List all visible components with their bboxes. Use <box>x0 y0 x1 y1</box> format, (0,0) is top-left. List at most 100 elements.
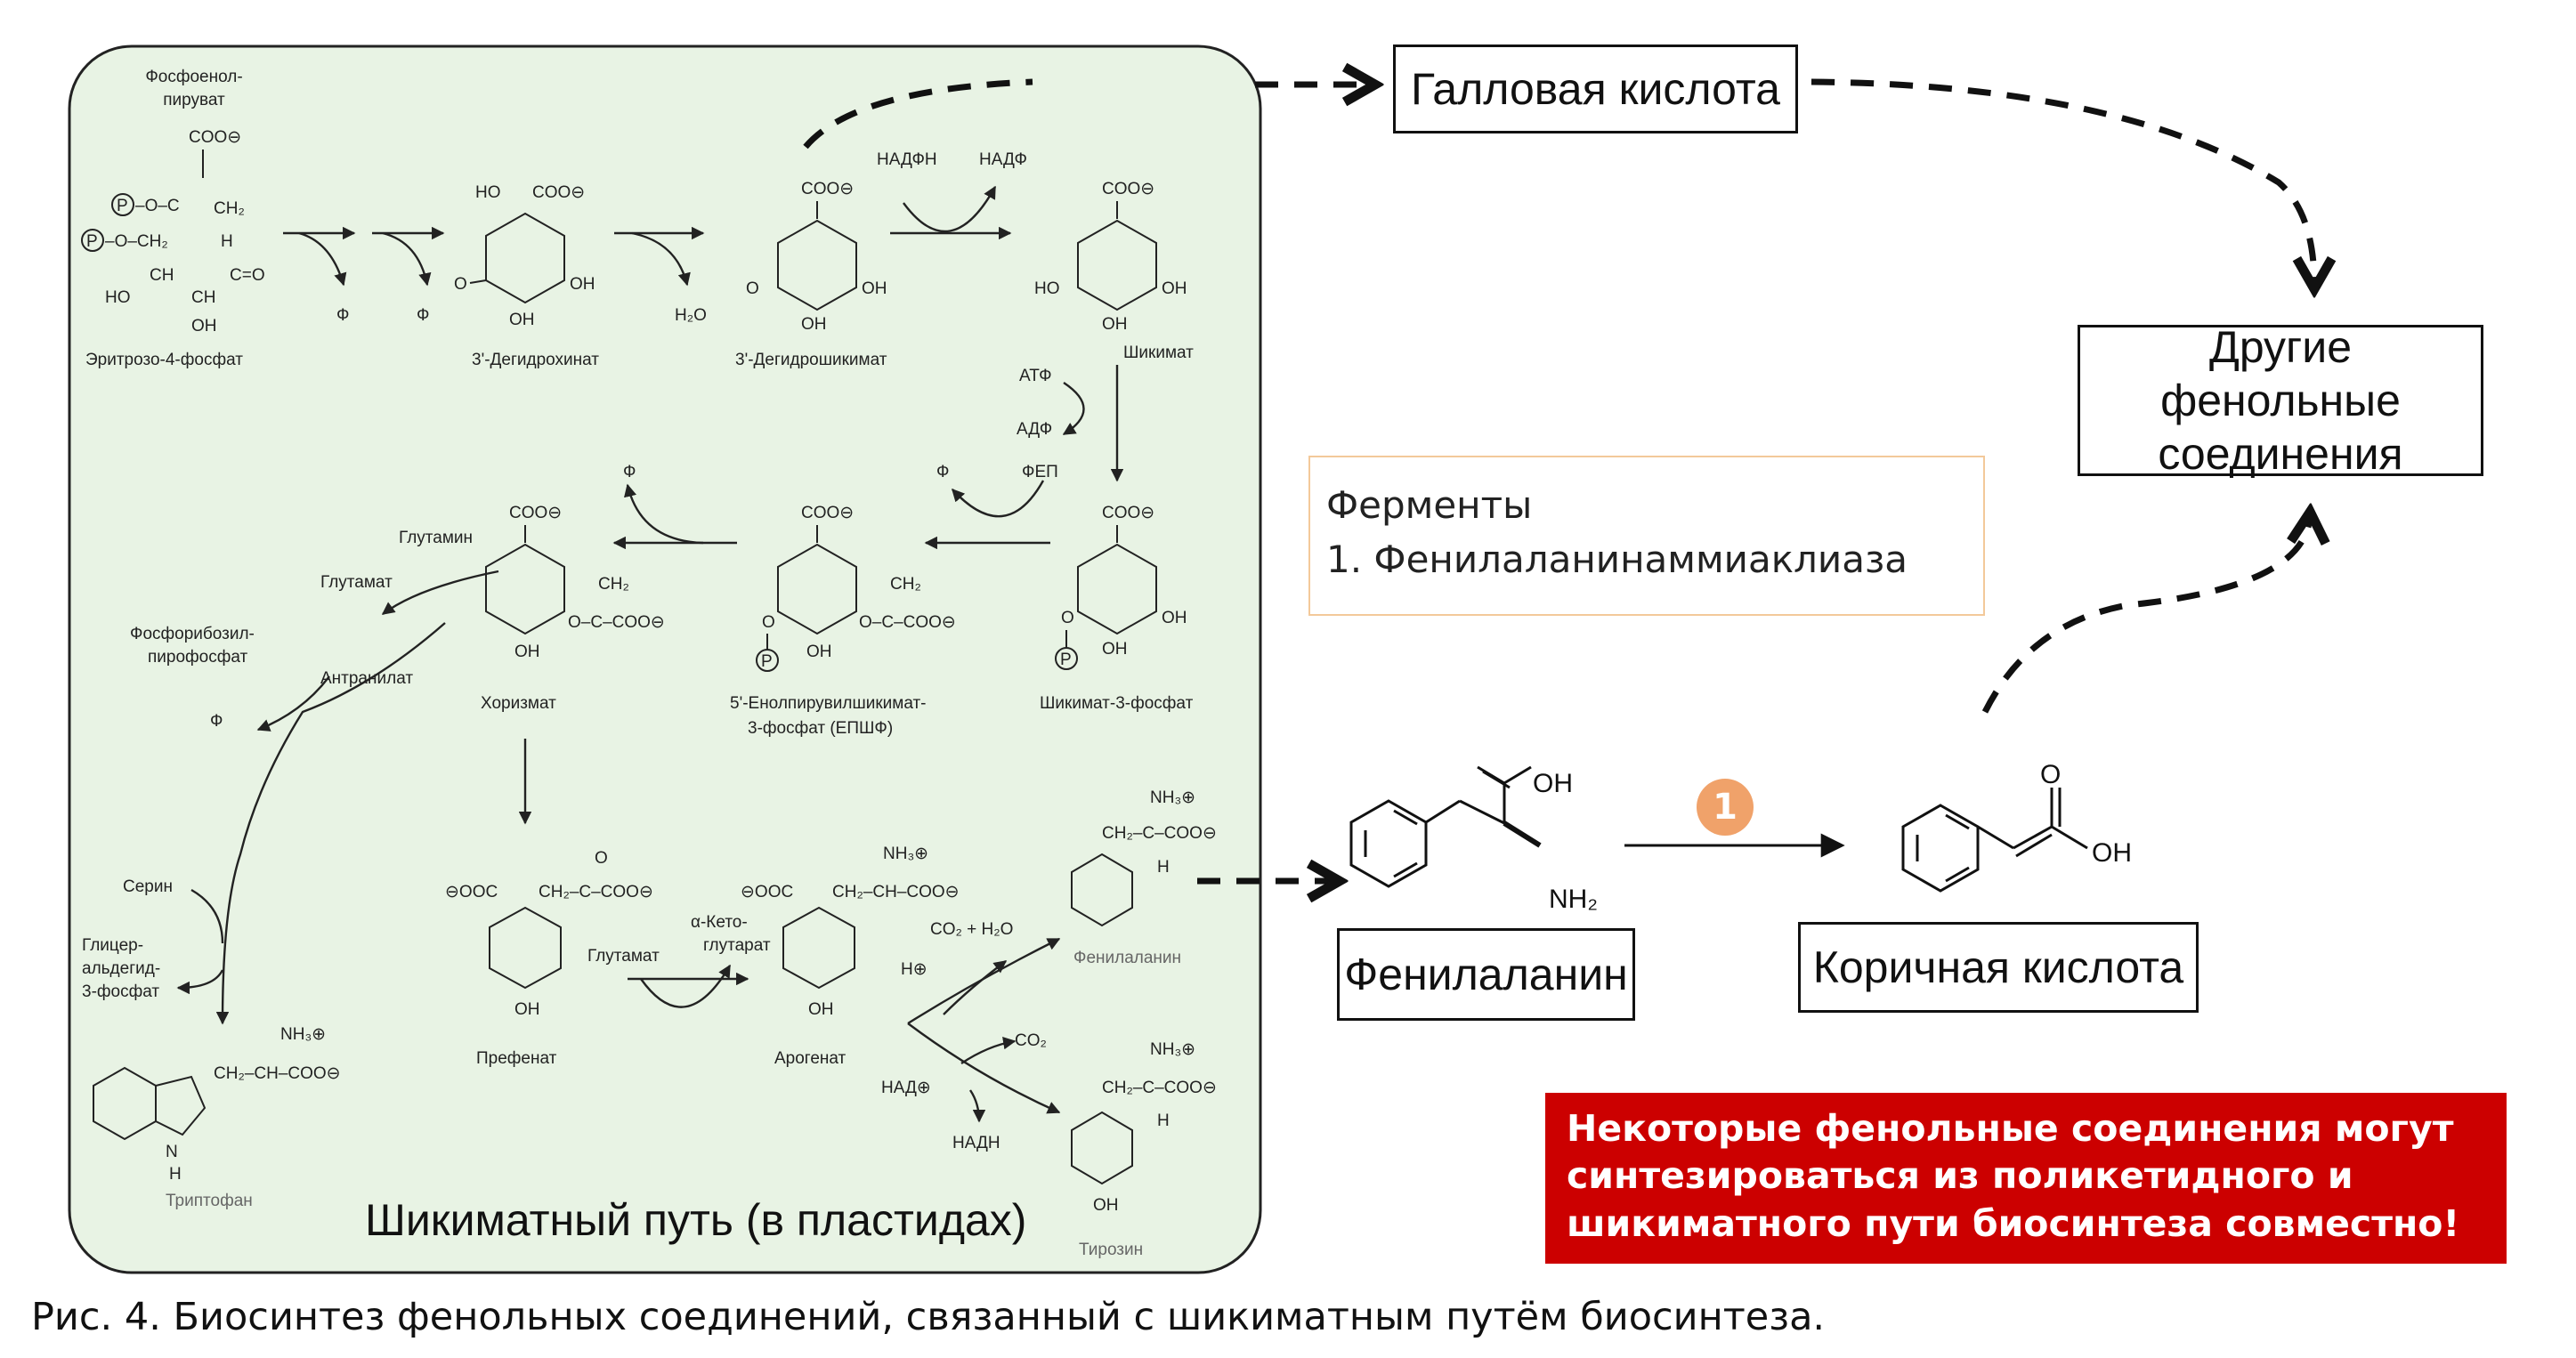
epsp-label-1: 5'-Енолпирувилшикимат- <box>730 694 927 713</box>
svg-text:HO: HO <box>475 183 501 202</box>
e4p-molecule: P –O–CH₂ H HO CH CH C=O OH Эритрозо-4-фо… <box>81 229 265 369</box>
nadp-label: НАДФ <box>979 150 1027 169</box>
figure-caption: Рис. 4. Биосинтез фенольных соединений, … <box>31 1295 1826 1339</box>
prpp-label-2: пирофосфат <box>148 648 248 667</box>
h2o-label: H₂O <box>675 306 707 325</box>
svg-text:OH: OH <box>509 311 535 329</box>
cinnamic-acid-label: Коричная кислота <box>1812 942 2184 992</box>
s3p-label: Шикимат-3-фосфат <box>1040 694 1194 713</box>
svg-text:⊖OOC: ⊖OOC <box>445 883 498 901</box>
svg-text:N: N <box>166 1143 178 1161</box>
other-phenolics-label: Другие фенольные соединения <box>2158 322 2403 479</box>
svg-text:OH: OH <box>191 317 217 335</box>
svg-text:–O–CH₂: –O–CH₂ <box>105 232 168 251</box>
pep-label-1: Фосфоенол- <box>145 68 242 86</box>
svg-text:C=O: C=O <box>230 266 265 285</box>
phe-small-molecule: NH₃⊕ CH₂–C–COO⊖ H Фенилаланин <box>1071 788 1217 967</box>
phe-oh: OH <box>1533 769 1573 798</box>
pep-label-2: пируват <box>163 91 225 109</box>
svg-text:OH: OH <box>1102 640 1128 659</box>
svg-text:CH₂–CH–COO⊖: CH₂–CH–COO⊖ <box>832 883 960 901</box>
pi-label-5: Ф <box>210 712 223 731</box>
svg-text:OH: OH <box>806 643 832 661</box>
g3p-label-1: Глицер- <box>82 936 143 955</box>
arogenate-label: Арогенат <box>774 1049 847 1068</box>
svg-text:O–C–COO⊖: O–C–COO⊖ <box>859 613 956 632</box>
pep-short-label: ФЕП <box>1022 463 1058 481</box>
svg-text:H: H <box>221 232 233 251</box>
row1-arrows <box>283 185 1012 287</box>
svg-text:O: O <box>454 275 467 294</box>
svg-text:NH₃⊕: NH₃⊕ <box>883 845 928 863</box>
chorismate-molecule: COO⊖ CH₂ O–C–COO⊖ OH Хоризмат <box>481 504 665 713</box>
svg-text:H: H <box>1157 1111 1170 1130</box>
svg-text:COO⊖: COO⊖ <box>1102 180 1154 198</box>
svg-text:H: H <box>1157 858 1170 877</box>
svg-text:OH: OH <box>1102 315 1128 334</box>
phe-nh2: NH₂ <box>1549 885 1598 914</box>
akg-label-1: α-Кето- <box>691 913 748 932</box>
cinn-oh: OH <box>2092 838 2132 868</box>
svg-text:OH: OH <box>514 1000 540 1019</box>
tyrosine-label: Тирозин <box>1079 1241 1143 1259</box>
co2-label: CO₂ <box>1015 1031 1047 1050</box>
svg-text:O: O <box>746 279 759 298</box>
svg-text:COO⊖: COO⊖ <box>801 504 854 522</box>
e4p-label: Эритрозо-4-фосфат <box>85 351 243 369</box>
enzyme-badge: 1 <box>1697 779 1754 836</box>
svg-text:OH: OH <box>570 275 595 294</box>
svg-text:OH: OH <box>862 279 887 298</box>
svg-text:NH₃⊕: NH₃⊕ <box>1150 788 1195 807</box>
svg-text:OH: OH <box>1162 609 1187 627</box>
enzymes-box: Ферменты 1. Фенилаланинаммиаклиаза <box>1308 456 1985 616</box>
svg-text:OH: OH <box>808 1000 834 1019</box>
enzymes-header: Ферменты <box>1326 483 1533 527</box>
prephenate-molecule: ⊖OOC CH₂–C–COO⊖ O OH Префенат <box>445 849 653 1068</box>
shikimate-panel <box>68 44 1262 1274</box>
svg-text:P: P <box>761 652 773 671</box>
phenylalanine-small-label: Фенилаланин <box>1073 949 1181 967</box>
svg-text:H: H <box>169 1165 182 1184</box>
dashed-arrows <box>803 82 2314 881</box>
svg-text:OH: OH <box>514 643 540 661</box>
svg-text:⊖OOC: ⊖OOC <box>741 883 793 901</box>
pi-label-2: Ф <box>417 306 429 325</box>
panel-title: Шикиматный путь (в пластидах) <box>365 1195 1027 1245</box>
shikimate-molecule: COO⊖ HO OH OH Шикимат <box>1034 180 1194 362</box>
akg-label-2: глутарат <box>703 936 771 955</box>
row2-arrows <box>612 365 1124 550</box>
shikimate-label: Шикимат <box>1123 344 1194 362</box>
prephenate-arrow <box>628 964 749 1008</box>
prephenate-label: Префенат <box>476 1049 557 1068</box>
pi-label-1: Ф <box>336 306 349 325</box>
serine-label: Серин <box>123 877 173 896</box>
epsp-label-2: 3-фосфат (ЕПШФ) <box>748 719 893 738</box>
adp-label: АДФ <box>1017 420 1052 439</box>
svg-text:HO: HO <box>105 288 131 307</box>
svg-text:CH₂–C–COO⊖: CH₂–C–COO⊖ <box>1102 824 1217 843</box>
svg-text:HO: HO <box>1034 279 1060 298</box>
s3p-molecule: COO⊖ O P OH OH Шикимат-3-фосфат <box>1040 504 1194 713</box>
svg-text:P: P <box>86 232 98 251</box>
svg-text:P: P <box>1060 651 1072 669</box>
co2h2o-label: CO₂ + H₂O <box>930 920 1013 939</box>
epsp-molecule: COO⊖ CH₂ O–C–COO⊖ O P OH 5'-Енолпирувилш… <box>730 504 956 738</box>
arogenate-arrows <box>907 937 1061 1123</box>
phe-structure <box>1349 765 1542 888</box>
nad-label: НАД⊕ <box>881 1079 931 1097</box>
svg-text:O: O <box>595 849 608 868</box>
prpp-label-1: Фосфорибозил- <box>130 625 255 643</box>
enzyme-item-1: 1. Фенилаланинаммиаклиаза <box>1326 537 1908 581</box>
svg-text:CH₂: CH₂ <box>214 199 245 218</box>
glutamine-label: Глутамин <box>399 529 473 547</box>
svg-text:CH₂–C–COO⊖: CH₂–C–COO⊖ <box>539 883 653 901</box>
g3p-label-2: альдегид- <box>82 959 160 978</box>
atp-label: АТФ <box>1019 367 1052 385</box>
tyrosine-molecule: NH₃⊕ CH₂–C–COO⊖ H OH Тирозин <box>1071 1040 1217 1259</box>
svg-text:COO⊖: COO⊖ <box>532 183 585 202</box>
nadh-label: НАДН <box>952 1134 1000 1152</box>
cinnamic-structure <box>1901 788 2088 893</box>
gallic-acid-label: Галловая кислота <box>1411 64 1780 114</box>
tryptophan-molecule: N H CH₂–CH–COO⊖ NH₃⊕ Триптофан <box>93 1025 341 1210</box>
